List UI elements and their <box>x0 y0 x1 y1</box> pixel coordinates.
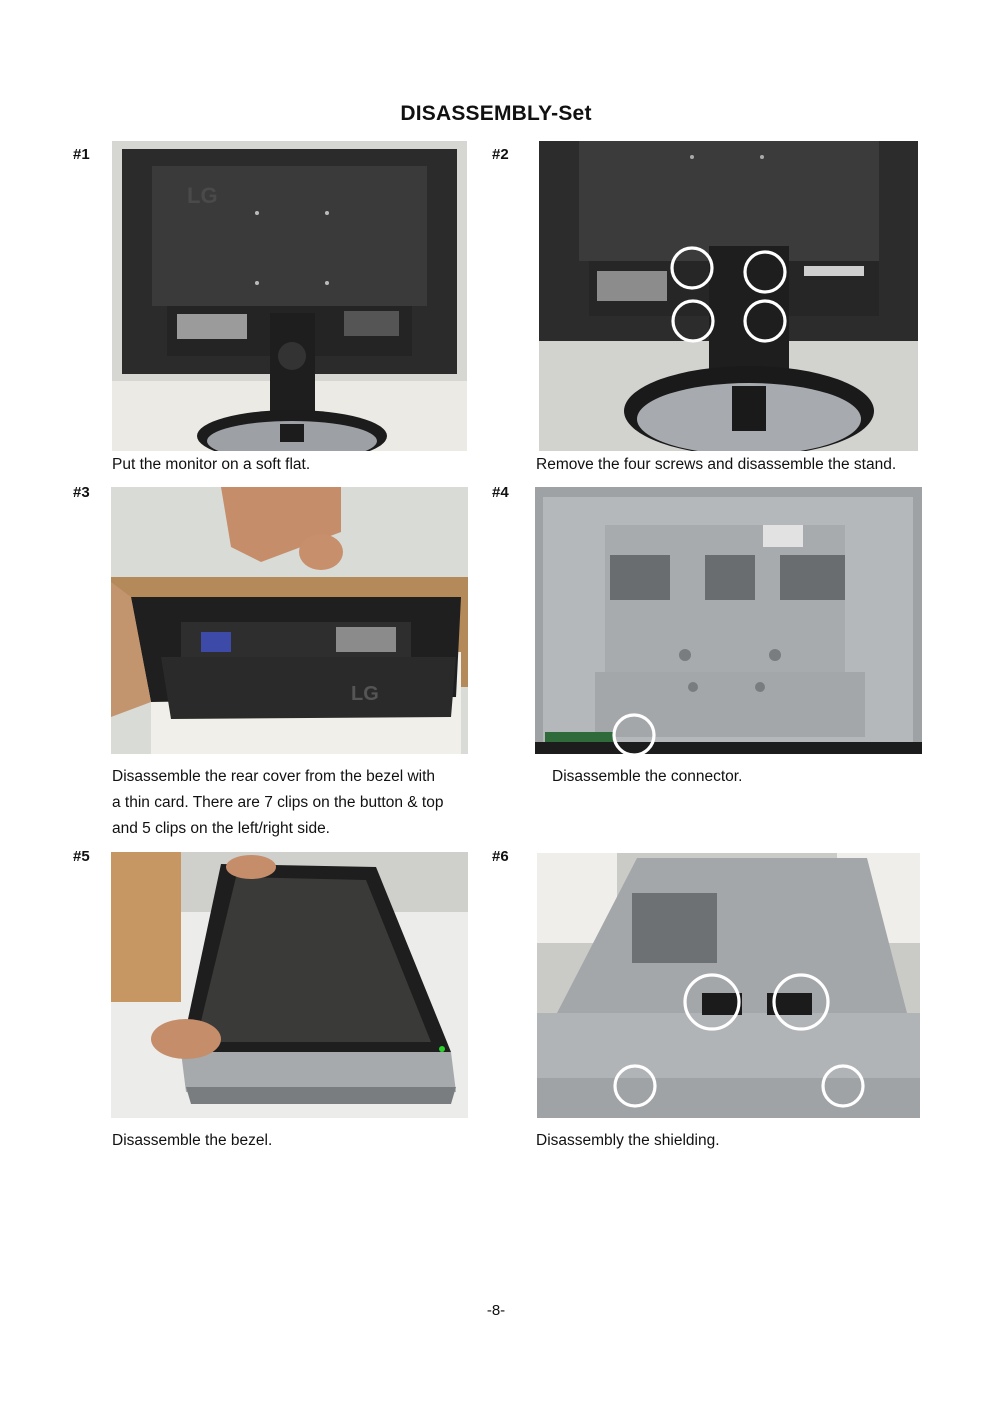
step-3-photo: LG <box>111 487 468 754</box>
step-5-label: #5 <box>73 848 90 865</box>
step-5-photo <box>111 852 468 1118</box>
step-5-caption: Disassemble the bezel. <box>112 1132 273 1149</box>
step-4-label: #4 <box>492 484 509 501</box>
step-2-caption: Remove the four screws and disassemble t… <box>536 456 897 473</box>
step-2-photo <box>539 141 918 451</box>
step-1-label: #1 <box>73 146 90 163</box>
step-6-photo <box>537 853 920 1118</box>
step-4-caption: Disassemble the connector. <box>552 768 743 785</box>
step-2-label: #2 <box>492 146 509 163</box>
page-title: DISASSEMBLY-Set <box>400 102 592 125</box>
svg-text:LG: LG <box>351 683 379 705</box>
svg-text:LG: LG <box>187 183 218 208</box>
step-3-caption-line-3: and 5 clips on the left/right side. <box>112 820 330 837</box>
step-4-photo <box>535 487 922 754</box>
page-number: -8- <box>486 1302 506 1319</box>
step-1-photo: LG <box>112 141 467 451</box>
step-3-caption-line-2: a thin card. There are 7 clips on the bu… <box>112 794 444 811</box>
step-6-label: #6 <box>492 848 509 865</box>
step-3-label: #3 <box>73 484 90 501</box>
step-3-caption-line-1: Disassemble the rear cover from the beze… <box>112 768 436 785</box>
step-1-caption: Put the monitor on a soft flat. <box>112 456 311 473</box>
step-6-caption: Disassembly the shielding. <box>536 1132 720 1149</box>
step-3-caption: Disassemble the rear cover from the beze… <box>112 764 443 842</box>
